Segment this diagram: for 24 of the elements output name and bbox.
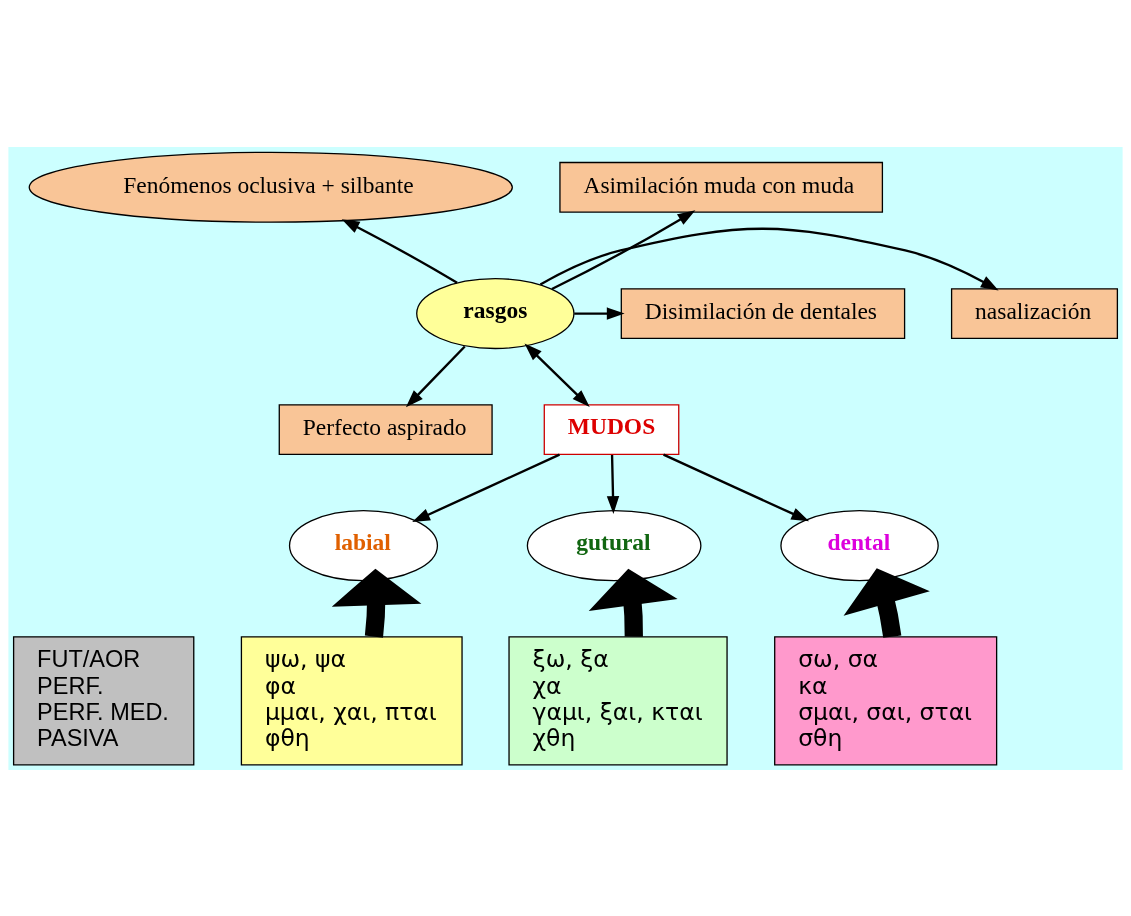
node-ellipse: Fenómenos oclusiva + silbante <box>28 151 513 223</box>
arrow <box>405 345 466 407</box>
node-box: Perfecto aspirado <box>278 403 493 455</box>
arrow <box>539 227 999 290</box>
node-box: σω, σα κα σμαι, σαι, σται σθη <box>774 635 998 765</box>
arrow <box>574 306 625 320</box>
node-box: ψω, ψα φα μμαι, χαι, πται φθη <box>240 635 463 765</box>
arrow <box>331 568 422 638</box>
arrow <box>551 209 696 290</box>
node-ellipse: rasgos <box>416 277 575 349</box>
node-ellipse: gutural <box>526 509 702 581</box>
arrow <box>341 218 458 284</box>
node-box: MUDOS <box>543 403 680 455</box>
arrow <box>606 454 620 514</box>
node-box: Disimilación de dentales <box>620 287 906 339</box>
arrow <box>524 342 590 407</box>
arrow <box>843 567 930 638</box>
node-box: FUT/AOR PERF. PERF. MED. PASIVA <box>12 635 195 765</box>
arrow <box>663 453 810 521</box>
node-box: ξω, ξα χα γαμι, ξαι, κται χθη <box>508 635 728 765</box>
arrow <box>412 453 560 522</box>
arrow <box>588 568 678 637</box>
node-box: Asimilación muda con muda <box>559 161 884 213</box>
node-box: nasalización <box>950 287 1119 339</box>
